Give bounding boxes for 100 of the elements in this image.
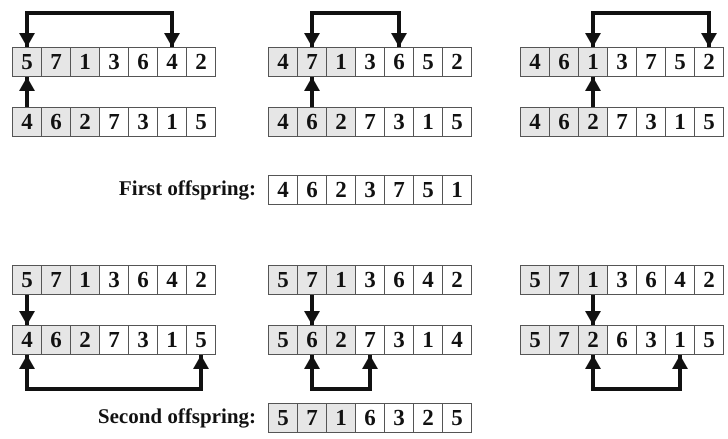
gene-value: 3 bbox=[393, 109, 405, 135]
gene-value: 7 bbox=[616, 109, 628, 135]
gene-cell bbox=[41, 107, 71, 137]
gene-cell bbox=[355, 47, 385, 77]
gene-cell bbox=[355, 403, 385, 433]
gene-value: 1 bbox=[587, 49, 599, 75]
gene-cell bbox=[607, 265, 637, 295]
arrow bbox=[19, 355, 209, 391]
gene-value: 6 bbox=[558, 49, 570, 75]
gene-cell bbox=[99, 265, 129, 295]
gene-value: 5 bbox=[529, 267, 541, 293]
gene-value: 3 bbox=[108, 49, 120, 75]
gene-value: 7 bbox=[50, 49, 62, 75]
gene-value: 1 bbox=[335, 49, 347, 75]
gene-value: 5 bbox=[21, 49, 33, 75]
gene-value: 5 bbox=[195, 327, 207, 353]
gene-cell bbox=[297, 47, 327, 77]
gene-cell bbox=[99, 107, 129, 137]
gene-cell bbox=[12, 325, 42, 355]
gene-value: 6 bbox=[393, 49, 405, 75]
gene-cell bbox=[442, 403, 472, 433]
gene-cell bbox=[607, 325, 637, 355]
gene-value: 5 bbox=[703, 327, 715, 353]
gene-value: 4 bbox=[277, 109, 289, 135]
gene-value: 1 bbox=[335, 405, 347, 431]
gene-value: 7 bbox=[108, 327, 120, 353]
gene-cell bbox=[355, 175, 385, 205]
gene-value: 5 bbox=[422, 49, 434, 75]
gene-cell bbox=[578, 325, 608, 355]
gene-cell bbox=[520, 47, 550, 77]
gene-cell bbox=[326, 47, 356, 77]
gene-value: 7 bbox=[108, 109, 120, 135]
gene-cell bbox=[665, 265, 695, 295]
gene-cell bbox=[636, 107, 666, 137]
gene-value: 5 bbox=[451, 109, 463, 135]
gene-cell bbox=[520, 265, 550, 295]
arrow bbox=[19, 77, 35, 107]
gene-value: 4 bbox=[422, 267, 434, 293]
gene-value: 2 bbox=[195, 267, 207, 293]
gene-value: 3 bbox=[616, 267, 628, 293]
gene-value: 4 bbox=[451, 327, 463, 353]
gene-cell bbox=[607, 47, 637, 77]
gene-value: 7 bbox=[306, 49, 318, 75]
gene-cell bbox=[384, 265, 414, 295]
gene-value: 1 bbox=[674, 109, 686, 135]
gene-cell bbox=[355, 325, 385, 355]
gene-cell bbox=[520, 107, 550, 137]
gene-cell bbox=[41, 47, 71, 77]
arrow bbox=[304, 295, 320, 325]
gene-cell bbox=[636, 325, 666, 355]
gene-value: 4 bbox=[166, 267, 178, 293]
gene-cell bbox=[694, 325, 724, 355]
gene-value: 6 bbox=[137, 49, 149, 75]
arrow bbox=[585, 11, 717, 47]
gene-cell bbox=[268, 175, 298, 205]
gene-cell bbox=[384, 325, 414, 355]
gene-cell bbox=[694, 265, 724, 295]
gene-cell bbox=[99, 47, 129, 77]
gene-cell bbox=[442, 325, 472, 355]
gene-value: 7 bbox=[558, 267, 570, 293]
gene-cell bbox=[268, 107, 298, 137]
gene-cell bbox=[268, 47, 298, 77]
gene-cell bbox=[128, 47, 158, 77]
gene-cell bbox=[355, 265, 385, 295]
gene-value: 4 bbox=[277, 49, 289, 75]
gene-cell bbox=[326, 107, 356, 137]
arrow bbox=[585, 295, 601, 325]
gene-cell bbox=[186, 265, 216, 295]
gene-cell bbox=[549, 265, 579, 295]
gene-value: 5 bbox=[277, 405, 289, 431]
gene-value: 6 bbox=[137, 267, 149, 293]
gene-value: 3 bbox=[393, 327, 405, 353]
gene-value: 7 bbox=[50, 267, 62, 293]
gene-cell bbox=[665, 47, 695, 77]
gene-cell bbox=[442, 265, 472, 295]
row-label: Second offspring: bbox=[98, 404, 256, 429]
gene-cell bbox=[578, 47, 608, 77]
gene-value: 5 bbox=[529, 327, 541, 353]
gene-cell bbox=[157, 325, 187, 355]
gene-value: 2 bbox=[335, 109, 347, 135]
gene-value: 5 bbox=[21, 267, 33, 293]
gene-value: 7 bbox=[306, 405, 318, 431]
gene-value: 1 bbox=[166, 327, 178, 353]
gene-cell bbox=[665, 325, 695, 355]
gene-value: 4 bbox=[529, 109, 541, 135]
gene-value: 3 bbox=[137, 327, 149, 353]
gene-cell bbox=[636, 47, 666, 77]
gene-cell bbox=[326, 403, 356, 433]
gene-value: 3 bbox=[393, 405, 405, 431]
gene-cell bbox=[186, 47, 216, 77]
gene-cell bbox=[607, 107, 637, 137]
gene-value: 4 bbox=[166, 49, 178, 75]
gene-cell bbox=[578, 265, 608, 295]
gene-value: 1 bbox=[166, 109, 178, 135]
gene-cell bbox=[442, 175, 472, 205]
gene-cell bbox=[413, 265, 443, 295]
gene-value: 6 bbox=[616, 327, 628, 353]
gene-value: 3 bbox=[364, 49, 376, 75]
gene-cell bbox=[549, 47, 579, 77]
gene-cell bbox=[297, 265, 327, 295]
